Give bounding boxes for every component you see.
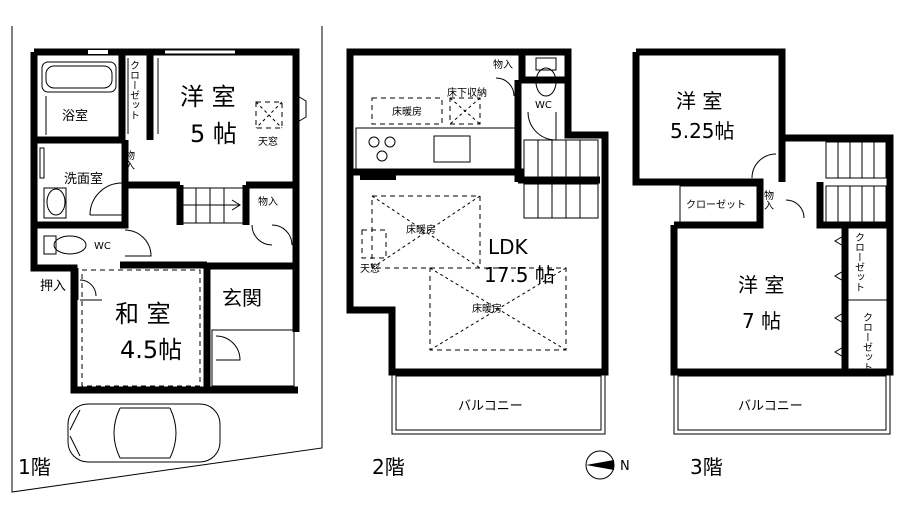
room-f3-balcony: バルコニー — [738, 399, 803, 414]
f1-stairs — [181, 187, 245, 224]
label-floor-heat-top: 床暖房 — [392, 105, 422, 118]
room-f3-closet-h: クローゼット — [686, 199, 746, 211]
room-entrance: 玄関 — [222, 286, 262, 310]
label-underfloor: 床下収納 — [447, 86, 487, 99]
f1-exterior-wall — [30, 48, 300, 394]
sink-icon — [46, 188, 66, 216]
f3-stairs — [825, 141, 887, 223]
f2-wc-wall — [518, 52, 568, 84]
room-ldk-name: LDK — [488, 235, 529, 259]
bathtub — [41, 61, 117, 93]
toilet-icon — [53, 235, 87, 255]
f1-lower-walls — [34, 261, 211, 330]
room-f2-balcony: バルコニー — [458, 399, 523, 414]
f1-bath-walls — [34, 52, 154, 185]
room-f2-wc: WC — [535, 100, 552, 111]
room-f2-storage: 物入 — [493, 58, 513, 71]
floor-2: バルコニー 床暖房 床下収納 物入 WC — [346, 48, 609, 479]
room-f3-closet-v1: クローゼット — [853, 232, 865, 292]
floor-1-label: 1階 — [18, 455, 51, 479]
room-f3-closet-v2: クローゼット — [861, 312, 873, 372]
f2-stairs — [523, 139, 599, 219]
room-west1-size: 5.25帖 — [670, 119, 735, 143]
sink-icon — [433, 135, 471, 163]
toilet-icon — [535, 67, 557, 97]
car-icon — [67, 403, 221, 463]
f2-skylight-mark — [361, 229, 387, 259]
lot-boundary — [11, 26, 323, 493]
f2-exterior-wall — [346, 48, 609, 376]
skylight-mark — [255, 101, 283, 129]
floor-3: バルコニー 洋 室 5.25帖 クローゼット 物入 洋 室 7 帖 クローゼット… — [632, 48, 894, 479]
room-wc: WC — [94, 241, 111, 252]
room-storage-top: 物入 — [123, 149, 135, 170]
room-washitsu-size: 4.5帖 — [120, 336, 182, 364]
room-west2-name: 洋 室 — [738, 273, 784, 297]
room-washitsu-name: 和 室 — [115, 300, 171, 328]
label-floor-heat-mid: 床暖房 — [406, 223, 436, 236]
room-west1-name: 洋 室 — [676, 89, 722, 113]
room-washroom: 洗面室 — [64, 171, 103, 187]
label-floor-heat-bottom: 床暖房 — [472, 302, 502, 315]
floor-3-label: 3階 — [690, 455, 723, 479]
room-western-name: 洋 室 — [180, 83, 236, 111]
underfloor-storage — [449, 97, 481, 125]
floor-1: 浴室 クローゼット 洋 室 5 帖 天窓 洗面室 物入 物入 — [11, 26, 323, 493]
kitchen-counter — [355, 127, 517, 171]
room-f3-storage: 物入 — [762, 189, 774, 210]
f3-interior-walls — [674, 140, 890, 229]
compass-north: N — [620, 459, 630, 474]
f2-interior-walls — [350, 80, 600, 184]
f3-balcony — [673, 371, 891, 435]
room-oshiire: 押入 — [40, 279, 66, 294]
floor-2-label: 2階 — [372, 455, 405, 479]
label-f2-skylight: 天窓 — [360, 262, 380, 275]
compass-icon: N — [585, 450, 630, 480]
room-west2-size: 7 帖 — [742, 309, 781, 333]
room-closet: クローゼット — [128, 60, 140, 120]
room-storage-mid: 物入 — [258, 195, 278, 208]
label-skylight: 天窓 — [258, 135, 278, 148]
room-bath: 浴室 — [62, 108, 88, 124]
room-ldk-size: 17.5 帖 — [484, 263, 555, 287]
room-western-size: 5 帖 — [190, 120, 237, 148]
f1-mid-walls — [34, 181, 296, 229]
f2-balcony — [391, 371, 606, 435]
floor-heating-top — [371, 97, 443, 125]
tatami-area — [81, 269, 201, 387]
